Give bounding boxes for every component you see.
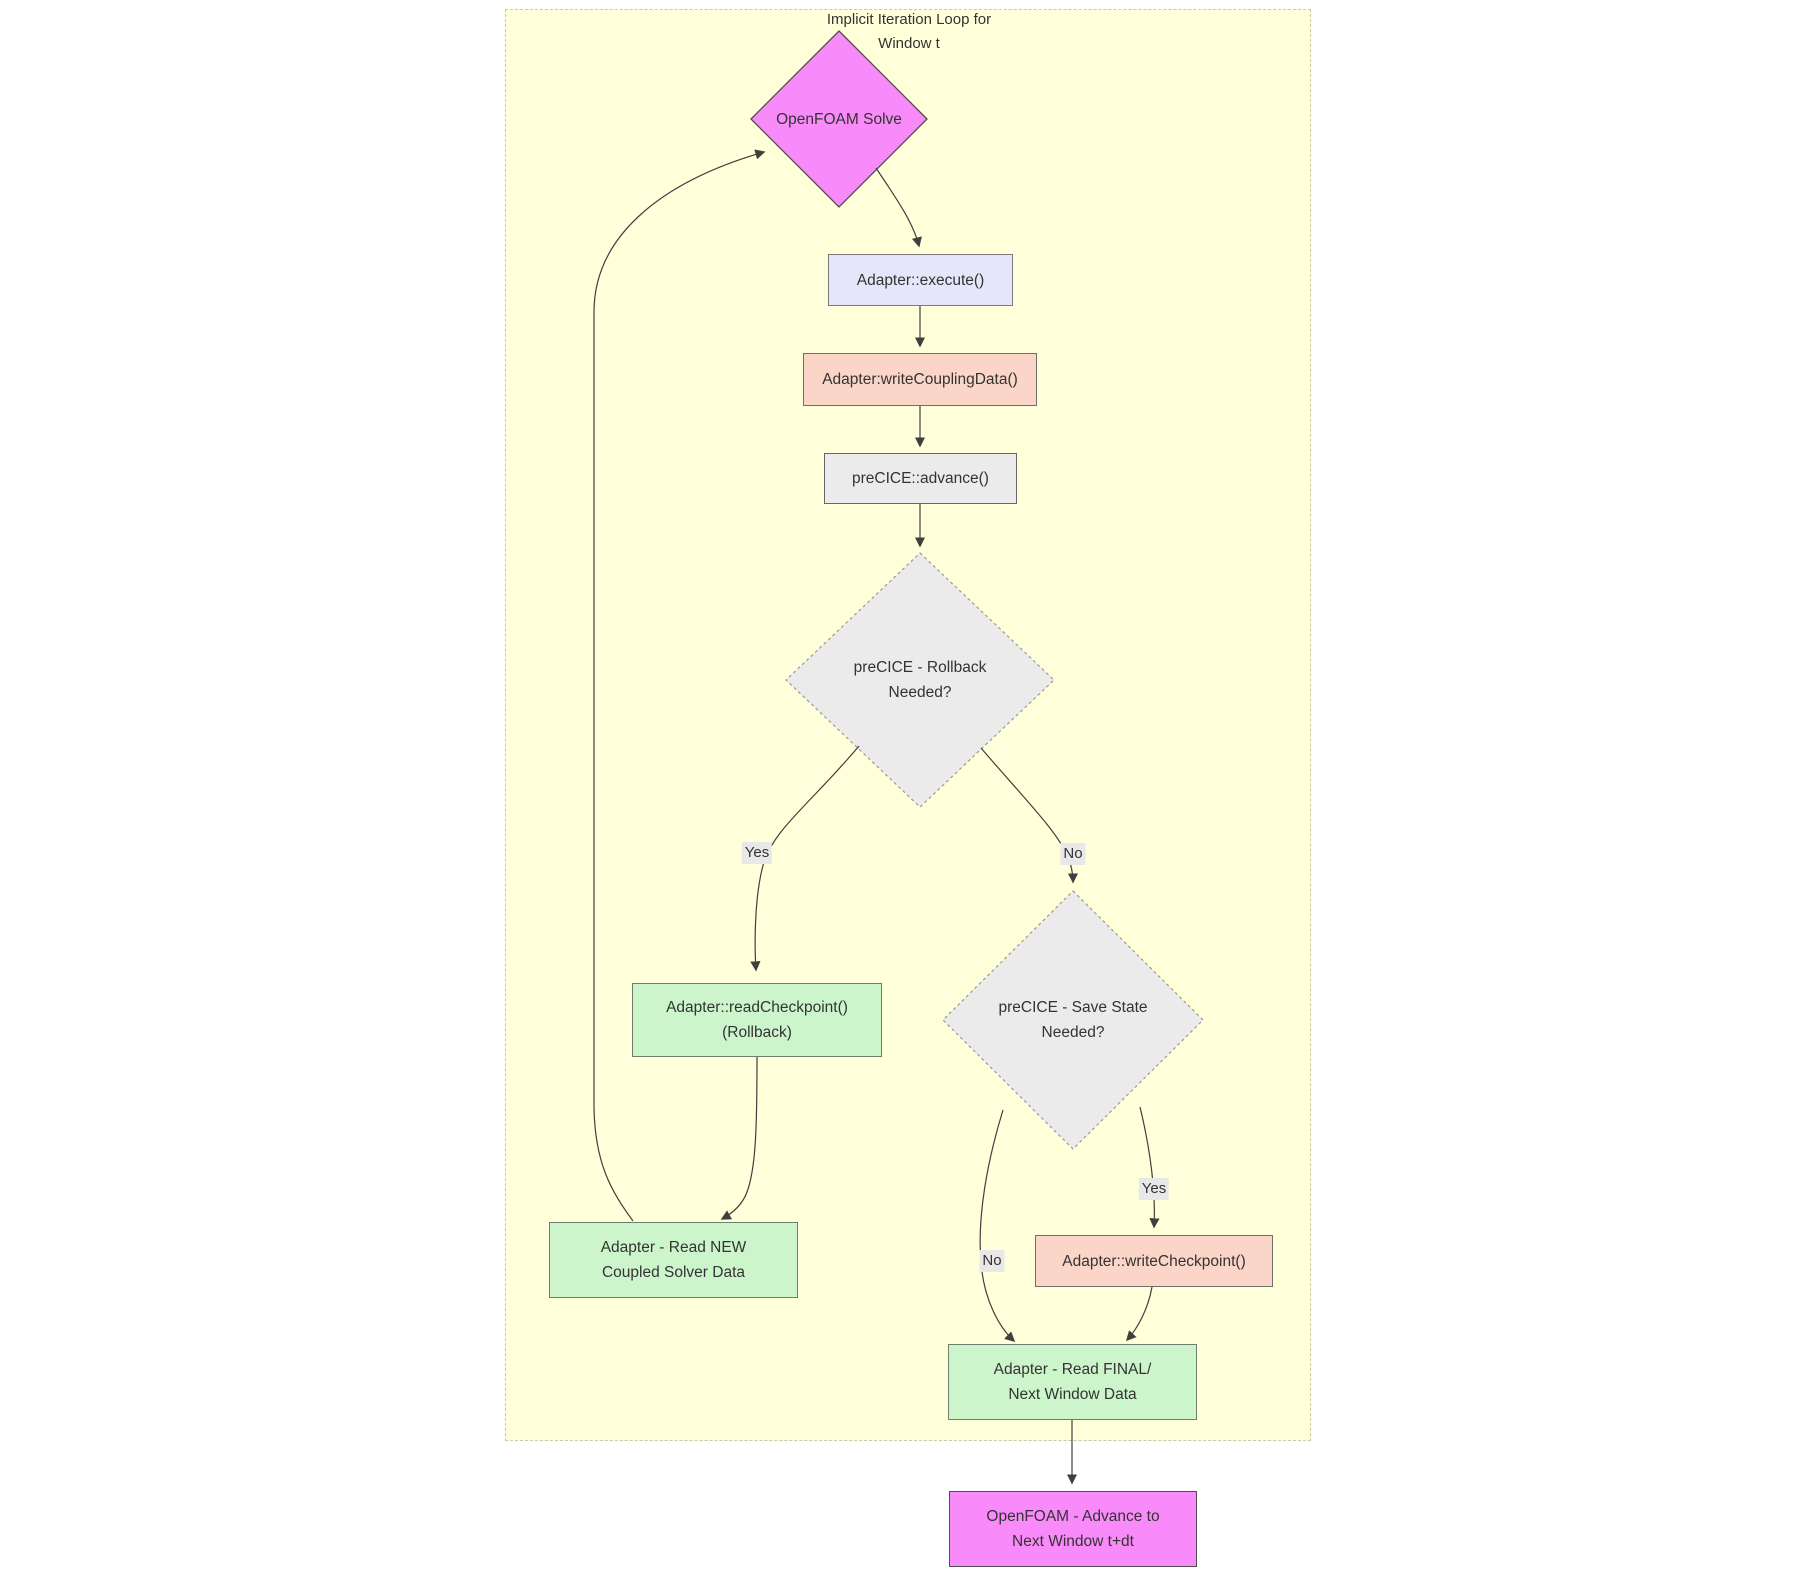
adapter-read-final-line1: Adapter - Read FINAL/: [993, 1361, 1152, 1378]
openfoam-advance-next-line2: Next Window t+dt: [1012, 1533, 1134, 1550]
node-adapter-execute: Adapter::execute(): [828, 254, 1013, 306]
adapter-read-checkpoint-line1: Adapter::readCheckpoint(): [666, 999, 848, 1016]
node-adapter-read-final: Adapter - Read FINAL/ Next Window Data: [948, 1344, 1197, 1420]
edge-label-rollback-yes: Yes: [741, 842, 773, 864]
node-adapter-read-new: Adapter - Read NEW Coupled Solver Data: [549, 1222, 798, 1298]
save-state-decision-line1: preCICE - Save State: [998, 999, 1148, 1016]
node-openfoam-advance-next: OpenFOAM - Advance to Next Window t+dt: [949, 1491, 1197, 1567]
adapter-read-checkpoint-line2: (Rollback): [722, 1024, 792, 1041]
adapter-read-new-line2: Coupled Solver Data: [601, 1264, 746, 1281]
edge-label-save-state-no: No: [979, 1250, 1005, 1272]
rollback-decision-line2: Needed?: [888, 684, 952, 701]
node-adapter-write-coupling: Adapter:writeCouplingData(): [803, 353, 1037, 406]
subgraph-title-line2: Window t: [878, 35, 940, 52]
node-precice-advance: preCICE::advance(): [824, 453, 1017, 504]
rollback-decision-line1: preCICE - Rollback: [853, 659, 987, 676]
subgraph-title-line1: Implicit Iteration Loop for: [826, 11, 992, 28]
node-rollback-decision-label: preCICE - Rollback Needed?: [820, 652, 1020, 708]
subgraph-title: Implicit Iteration Loop for Window t: [505, 8, 1313, 56]
save-state-decision-line2: Needed?: [1041, 1024, 1105, 1041]
openfoam-advance-next-line1: OpenFOAM - Advance to: [986, 1508, 1160, 1525]
adapter-read-new-line1: Adapter - Read NEW: [600, 1239, 747, 1256]
adapter-read-final-line2: Next Window Data: [1008, 1386, 1137, 1403]
node-save-state-decision-label: preCICE - Save State Needed?: [973, 992, 1173, 1048]
node-adapter-read-checkpoint: Adapter::readCheckpoint() (Rollback): [632, 983, 882, 1057]
node-adapter-write-checkpoint: Adapter::writeCheckpoint(): [1035, 1235, 1273, 1287]
node-openfoam-solve-label: OpenFOAM Solve: [776, 110, 902, 128]
edge-label-save-state-yes: Yes: [1138, 1178, 1170, 1200]
edge-label-rollback-no: No: [1060, 843, 1086, 865]
